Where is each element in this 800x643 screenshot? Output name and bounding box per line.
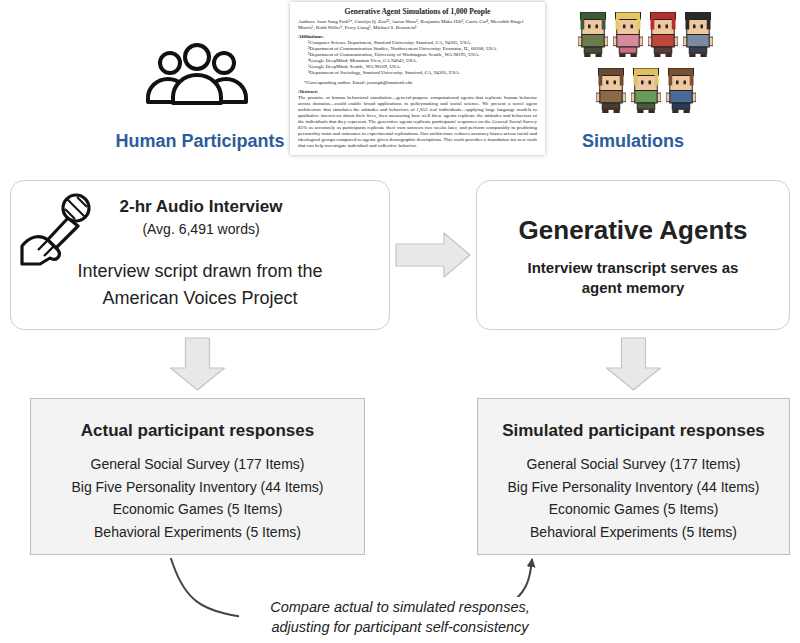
paper-heading: Affiliations: xyxy=(298,34,537,40)
list-item: Economic Games (5 Items) xyxy=(41,498,354,520)
box-title: 2-hr Audio Interview xyxy=(101,197,301,217)
agent-sprite xyxy=(683,12,713,57)
block-arrow xyxy=(171,338,225,390)
list-item: Economic Games (5 Items) xyxy=(488,498,779,520)
agent-box: SimulationsGenerative AgentsInterview tr… xyxy=(476,180,790,330)
box-body: Interview script drawn from the American… xyxy=(70,258,330,312)
box-title: Generative Agents xyxy=(477,215,789,246)
agent-sprite xyxy=(578,12,608,57)
mic-head xyxy=(63,195,89,221)
paper-title: Generative Agent Simulations of 1,000 Pe… xyxy=(298,7,537,16)
person-head xyxy=(160,53,180,73)
microphone-icon xyxy=(22,195,89,264)
block-arrow xyxy=(396,233,470,277)
results-box: Simulated participant responsesGeneral S… xyxy=(477,398,790,555)
agent-sprite xyxy=(631,68,661,113)
people-icon xyxy=(148,45,246,103)
edge-label: Compare actual to simulated responses, a… xyxy=(239,597,561,638)
section-heading: Simulations xyxy=(477,131,789,153)
list-item: Behavioral Experiments (5 Items) xyxy=(488,521,779,543)
agent-sprites xyxy=(578,12,713,113)
interview-box: Human Participants2-hr Audio Interview(A… xyxy=(10,180,390,330)
person-head xyxy=(185,45,209,69)
paper-thumbnail: Generative Agent Simulations of 1,000 Pe… xyxy=(290,2,545,155)
box-title: Simulated participant responses xyxy=(488,421,779,441)
paper-authors: Authors: Joon Sung Park¹*, Carolyn Q. Zo… xyxy=(298,19,537,31)
paper-affiliation: ⁵Google DeepMind; Seattle, WA 98109, USA… xyxy=(298,64,537,70)
person-body xyxy=(173,75,221,103)
finger-line xyxy=(38,240,54,256)
box-subtitle: (Avg. 6,491 words) xyxy=(101,221,301,238)
paper-affiliation: ⁶Department of Sociology, Stanford Unive… xyxy=(298,70,537,76)
box-body: Interview transcript serves as agent mem… xyxy=(513,258,753,297)
list-item: Behavioral Experiments (5 Items) xyxy=(41,521,354,543)
hand xyxy=(22,237,59,264)
list-item: Big Five Personality Inventory (44 Items… xyxy=(41,476,354,498)
agent-sprite xyxy=(613,12,643,57)
list-item: General Social Survey (177 Items) xyxy=(488,453,779,475)
agent-sprite xyxy=(596,68,626,113)
paper-note: *Corresponding author. Email: joonspk@st… xyxy=(298,80,537,86)
mic-grille xyxy=(65,197,87,219)
block-arrow xyxy=(607,338,661,390)
box-title: Actual participant responses xyxy=(41,421,354,441)
paper-heading: Abstract: xyxy=(298,89,537,95)
paper-affiliation: ²Department of Communication Studies, No… xyxy=(298,46,537,52)
paper-abstract: The promise of human behavioral simulati… xyxy=(298,95,537,149)
person-head xyxy=(214,53,234,73)
list-item: Big Five Personality Inventory (44 Items… xyxy=(488,476,779,498)
agent-sprite xyxy=(648,12,678,57)
paper-affiliation: ¹Computer Science Department, Stanford U… xyxy=(298,40,537,46)
results-box: Actual participant responsesGeneral Soci… xyxy=(30,398,365,555)
agent-sprite xyxy=(666,68,696,113)
paper-affiliation: ³Department of Communication, University… xyxy=(298,52,537,58)
paper-affiliation: ⁴Google DeepMind; Mountain View, CA 9404… xyxy=(298,58,537,64)
list-item: General Social Survey (177 Items) xyxy=(41,453,354,475)
